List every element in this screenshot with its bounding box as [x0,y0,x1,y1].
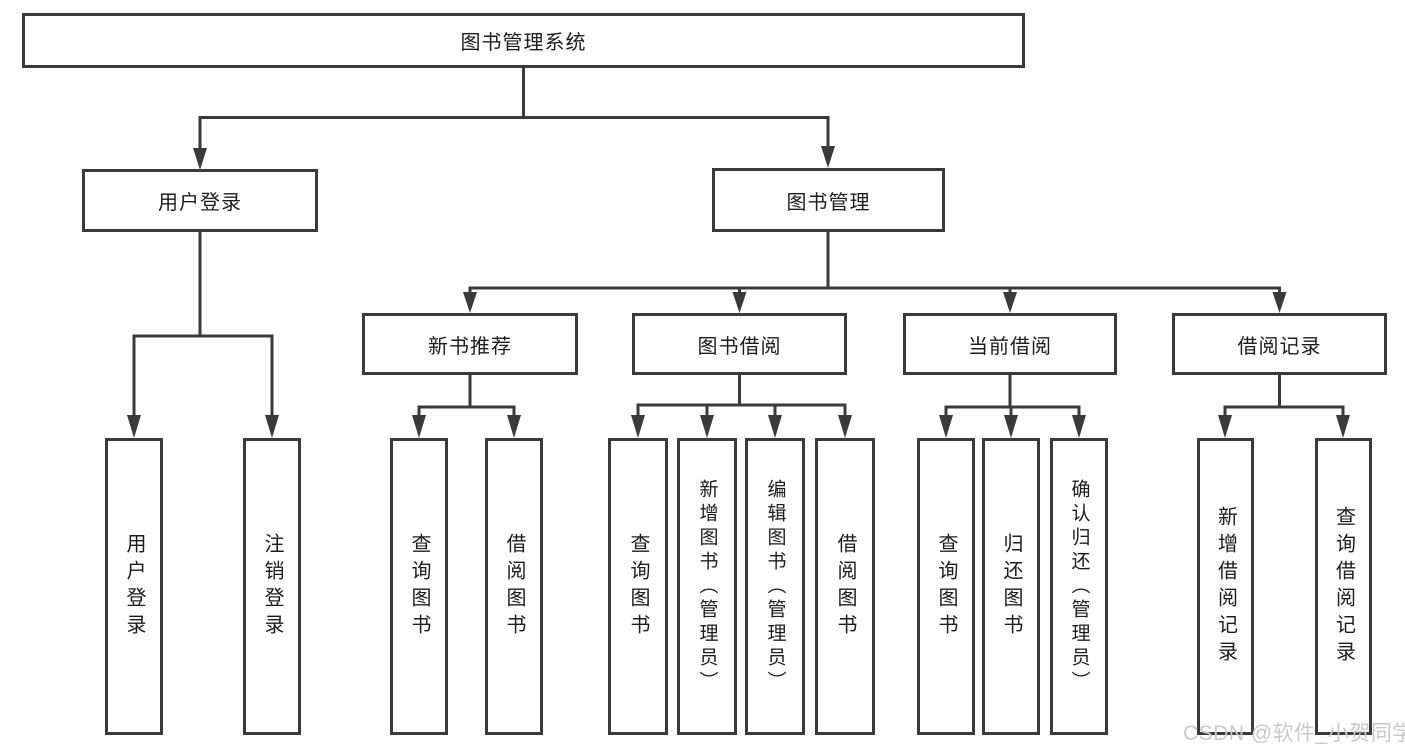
connector-root-to-level2 [193,68,835,170]
leaf-borrow-books-1: 借阅图书 [485,438,543,735]
leaf-label: 确认归还（管理员） [1068,478,1090,695]
connector-borrow-records-to-leaves [1218,375,1350,438]
leaf-borrow-books-2: 借阅图书 [815,438,875,735]
leaf-query-books-2: 查询图书 [608,438,668,735]
node-borrow-records: 借阅记录 [1172,313,1387,375]
leaf-label: 用户登录 [123,532,145,641]
leaf-label: 查询图书 [408,532,430,641]
node-label: 新书推荐 [428,335,512,358]
leaf-query-books-1: 查询图书 [390,438,448,735]
csdn-watermark: CSDN @软件_小贺同学 [1183,722,1405,745]
leaf-user-login: 用户登录 [105,438,163,735]
connector-book-borrowing-to-leaves [631,375,852,438]
node-label: 借阅记录 [1237,335,1322,358]
node-new-book-recommend: 新书推荐 [362,313,578,375]
leaf-label: 借阅图书 [503,532,525,641]
node-book-management-system: 图书管理系统 [22,13,1025,68]
connector-user-login-to-leaves [127,232,279,438]
leaf-label: 编辑图书（管理员） [764,478,786,695]
leaf-label: 查询借阅记录 [1332,505,1355,668]
leaf-label: 查询图书 [627,532,649,641]
node-label: 图书管理 [786,191,871,214]
node-label: 图书管理系统 [460,32,587,54]
leaf-add-borrow-record: 新增借阅记录 [1197,438,1254,735]
leaf-query-books-3: 查询图书 [917,438,975,735]
node-book-management: 图书管理 [712,168,945,232]
leaf-label: 新增借阅记录 [1214,505,1237,668]
leaf-query-borrow-record: 查询借阅记录 [1315,438,1372,735]
node-book-borrowing: 图书借阅 [632,313,847,375]
node-current-borrowing: 当前借阅 [903,313,1117,375]
leaf-confirm-return-admin: 确认归还（管理员） [1050,438,1108,735]
connector-new-books-to-leaves [412,375,521,438]
node-label: 图书借阅 [697,335,782,358]
connector-current-borrowing-to-leaves [939,375,1086,438]
node-label: 当前借阅 [968,335,1052,358]
node-label: 用户登录 [158,192,242,214]
leaf-label: 借阅图书 [834,532,856,641]
leaf-label: 注销登录 [261,532,283,641]
leaf-return-books: 归还图书 [982,438,1040,735]
leaf-label: 查询图书 [935,532,957,641]
leaf-label: 新增图书（管理员） [696,478,718,695]
connector-book-management-to-level3 [463,232,1287,313]
leaf-label: 归还图书 [1000,532,1022,641]
leaf-edit-books-admin: 编辑图书（管理员） [745,438,805,735]
node-user-login: 用户登录 [82,169,318,232]
leaf-add-books-admin: 新增图书（管理员） [677,438,737,735]
leaf-logout: 注销登录 [243,438,301,735]
